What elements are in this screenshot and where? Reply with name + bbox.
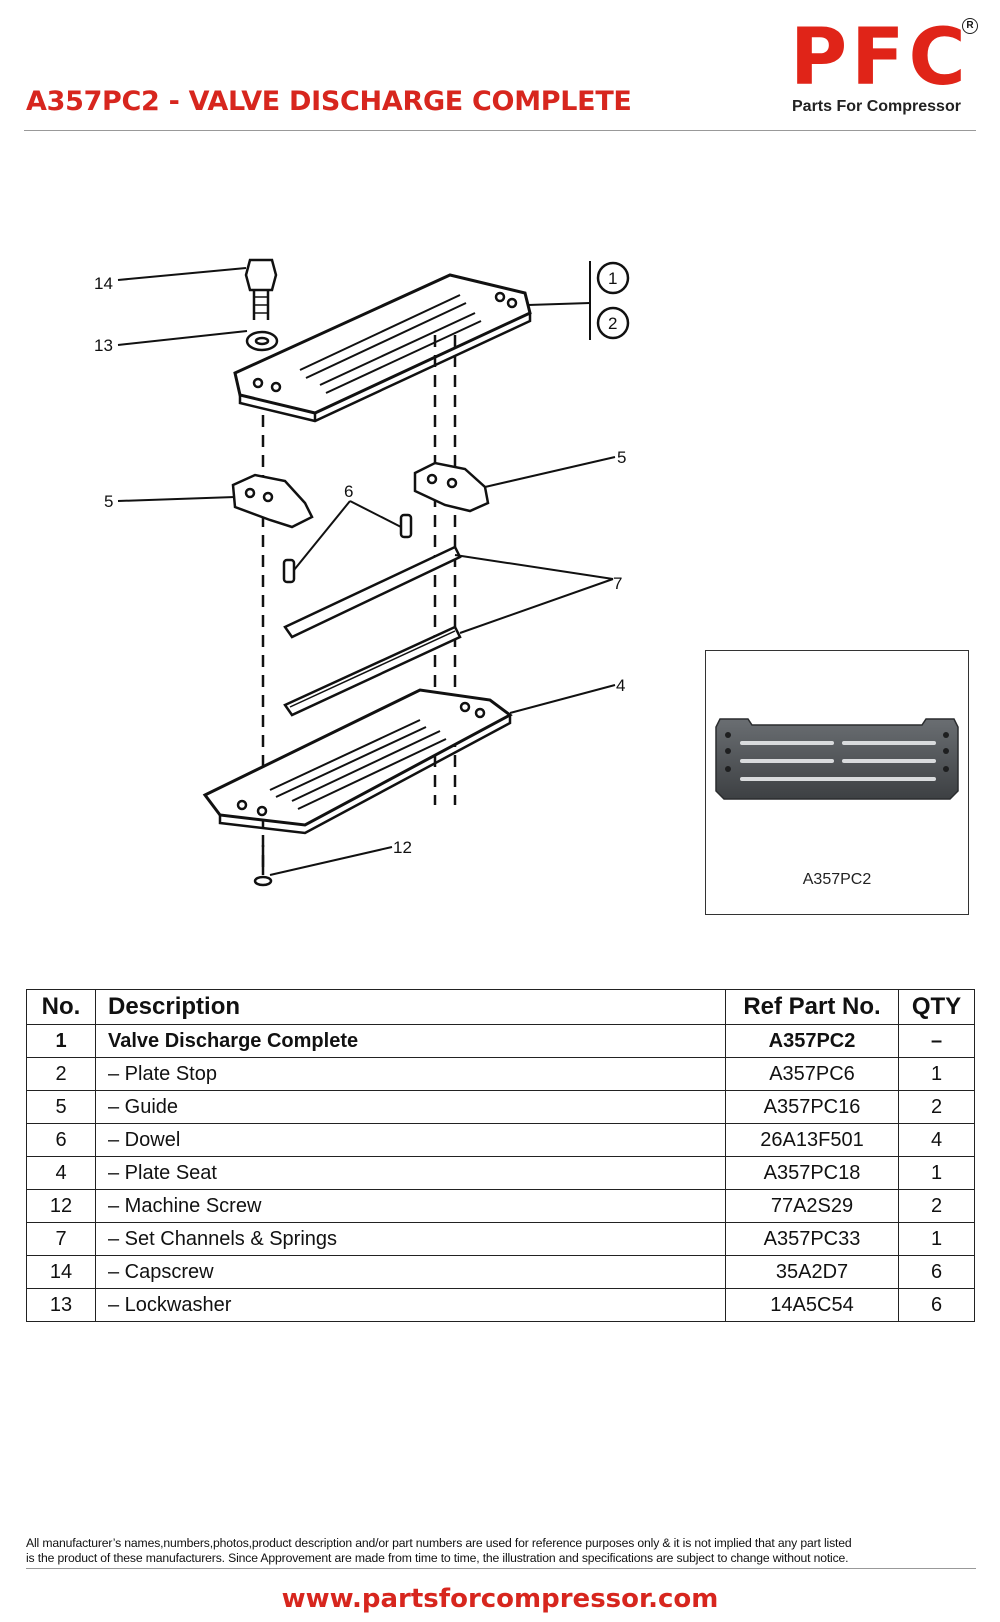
header-ref: Ref Part No. <box>725 989 899 1025</box>
table-row: 12 – Machine Screw 77A2S29 2 <box>26 1189 975 1223</box>
product-photo <box>715 718 959 800</box>
callout-4: 4 <box>616 676 625 695</box>
website-link[interactable]: www.partsforcompressor.com <box>281 1584 719 1614</box>
disclaimer-line-1: All manufacturer’s names,numbers,photos,… <box>26 1536 852 1550</box>
cell-qty: 4 <box>898 1123 975 1157</box>
cell-ref: A357PC16 <box>725 1090 899 1124</box>
callout-13: 13 <box>94 336 113 355</box>
cell-description: – Plate Stop <box>95 1057 726 1091</box>
callout-7: 7 <box>613 574 622 593</box>
dowel-part <box>282 558 296 584</box>
callout-14: 14 <box>94 274 113 293</box>
cell-ref: A357PC18 <box>725 1156 899 1190</box>
callout-1: 1 <box>608 269 617 288</box>
cell-ref: 14A5C54 <box>725 1288 899 1322</box>
disclaimer-line-2: is the product of these manufacturers. S… <box>26 1551 849 1565</box>
table-row: 5 – Guide A357PC16 2 <box>26 1090 975 1124</box>
cell-ref: 35A2D7 <box>725 1255 899 1289</box>
guide-right-part <box>413 461 490 513</box>
capscrew-part <box>244 258 278 320</box>
page-title: A357PC2 - VALVE DISCHARGE COMPLETE <box>26 86 632 117</box>
header-divider <box>24 130 976 131</box>
cell-description: – Capscrew <box>95 1255 726 1289</box>
cell-no: 4 <box>26 1156 96 1190</box>
cell-no: 6 <box>26 1123 96 1157</box>
cell-qty: 1 <box>898 1222 975 1256</box>
cell-qty: 2 <box>898 1189 975 1223</box>
cell-ref: 77A2S29 <box>725 1189 899 1223</box>
footer-divider <box>26 1568 976 1569</box>
cell-no: 13 <box>26 1288 96 1322</box>
table-row: 7 – Set Channels & Springs A357PC33 1 <box>26 1222 975 1256</box>
parts-table: No. Description Ref Part No. QTY 1 Valve… <box>26 989 975 1322</box>
cell-no: 1 <box>26 1024 96 1058</box>
cell-description: Valve Discharge Complete <box>95 1024 726 1058</box>
table-row: 4 – Plate Seat A357PC18 1 <box>26 1156 975 1190</box>
table-row: 13 – Lockwasher 14A5C54 6 <box>26 1288 975 1322</box>
cell-description: – Machine Screw <box>95 1189 726 1223</box>
cell-qty: 6 <box>898 1255 975 1289</box>
plate-seat-part <box>202 688 513 835</box>
lockwasher-part <box>245 330 279 352</box>
cell-description: – Dowel <box>95 1123 726 1157</box>
cell-description: – Lockwasher <box>95 1288 726 1322</box>
guide-left-part <box>231 473 314 529</box>
cell-no: 7 <box>26 1222 96 1256</box>
cell-description: – Guide <box>95 1090 726 1124</box>
exploded-diagram-svg: 14 13 1 2 5 5 6 7 4 12 <box>94 258 630 887</box>
cell-ref: A357PC2 <box>725 1024 899 1058</box>
callout-12: 12 <box>393 838 412 857</box>
cell-description: – Plate Seat <box>95 1156 726 1190</box>
plate-stop-part <box>233 273 532 423</box>
header-no: No. <box>26 989 96 1025</box>
callout-5-right: 5 <box>617 448 626 467</box>
exploded-diagram: 14 13 1 2 5 5 6 7 4 12 <box>80 235 680 935</box>
disclaimer: All manufacturer’s names,numbers,photos,… <box>26 1536 978 1566</box>
photo-caption: A357PC2 <box>802 871 872 888</box>
logo-wordmark: PFC <box>790 13 970 103</box>
cell-qty: 6 <box>898 1288 975 1322</box>
table-header-row: No. Description Ref Part No. QTY <box>26 989 975 1025</box>
cell-ref: 26A13F501 <box>725 1123 899 1157</box>
callout-5-left: 5 <box>104 492 113 511</box>
cell-qty: – <box>898 1024 975 1058</box>
callout-6: 6 <box>344 482 353 501</box>
cell-qty: 1 <box>898 1057 975 1091</box>
registered-icon: R <box>962 18 978 34</box>
header-qty: QTY <box>898 989 975 1025</box>
cell-no: 14 <box>26 1255 96 1289</box>
table-row: 1 Valve Discharge Complete A357PC2 – <box>26 1024 975 1058</box>
machine-screw-part <box>253 845 273 887</box>
header-description: Description <box>95 989 726 1025</box>
cell-no: 12 <box>26 1189 96 1223</box>
cell-qty: 2 <box>898 1090 975 1124</box>
cell-no: 2 <box>26 1057 96 1091</box>
callout-2: 2 <box>608 314 617 333</box>
table-row: 2 – Plate Stop A357PC6 1 <box>26 1057 975 1091</box>
cell-ref: A357PC33 <box>725 1222 899 1256</box>
table-row: 6 – Dowel 26A13F501 4 <box>26 1123 975 1157</box>
pfc-logo[interactable]: PFC R Parts For Compressor <box>788 18 978 118</box>
cell-description: – Set Channels & Springs <box>95 1222 726 1256</box>
product-photo-box: A357PC2 <box>705 650 969 915</box>
cell-no: 5 <box>26 1090 96 1124</box>
logo-tagline: Parts For Compressor <box>792 98 961 115</box>
cell-qty: 1 <box>898 1156 975 1190</box>
cell-ref: A357PC6 <box>725 1057 899 1091</box>
table-row: 14 – Capscrew 35A2D7 6 <box>26 1255 975 1289</box>
